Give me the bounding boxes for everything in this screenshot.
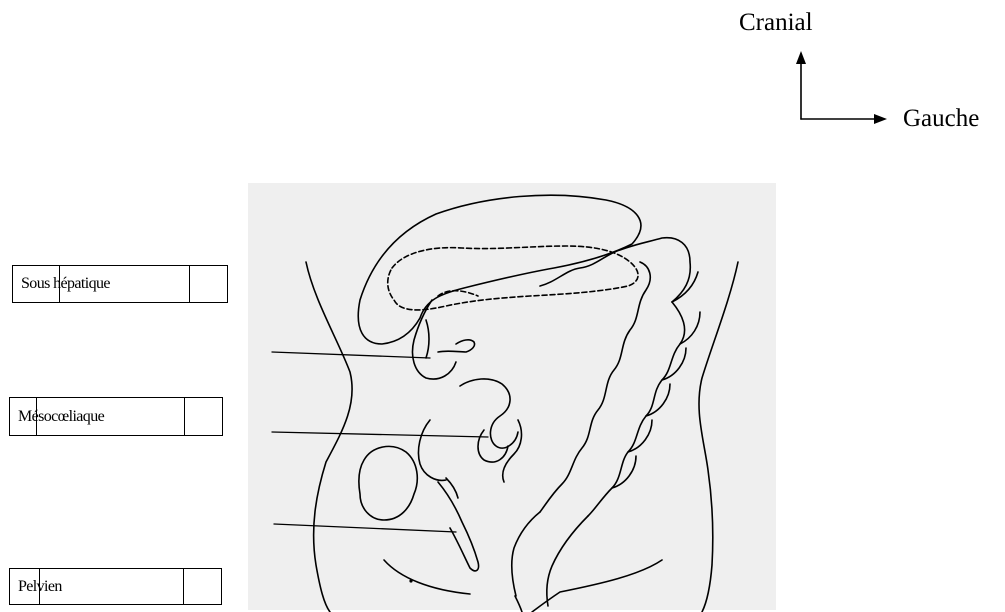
cranial-arrowhead-icon bbox=[796, 51, 806, 64]
orientation-axes bbox=[796, 51, 887, 124]
label-box-mesocoeliaque: Mésocœliaque bbox=[9, 397, 223, 436]
left-direction-label: Gauche bbox=[903, 106, 979, 131]
label-text-pelvien: Pelvien bbox=[10, 569, 183, 604]
table-rule bbox=[39, 569, 40, 604]
table-rule bbox=[59, 266, 60, 302]
cranial-label: Cranial bbox=[739, 10, 813, 35]
label-box-sous-hepatique: Sous hépatique bbox=[12, 265, 228, 303]
left-arrowhead-icon bbox=[874, 114, 887, 124]
answer-cell-sous-hepatique[interactable] bbox=[189, 266, 227, 302]
abdomen-diagram-panel bbox=[248, 183, 776, 610]
table-rule bbox=[36, 398, 37, 435]
label-box-pelvien: Pelvien bbox=[9, 568, 222, 605]
label-text-sous-hepatique: Sous hépatique bbox=[13, 266, 189, 302]
answer-cell-mesocoeliaque[interactable] bbox=[184, 398, 222, 435]
answer-cell-pelvien[interactable] bbox=[183, 569, 221, 604]
